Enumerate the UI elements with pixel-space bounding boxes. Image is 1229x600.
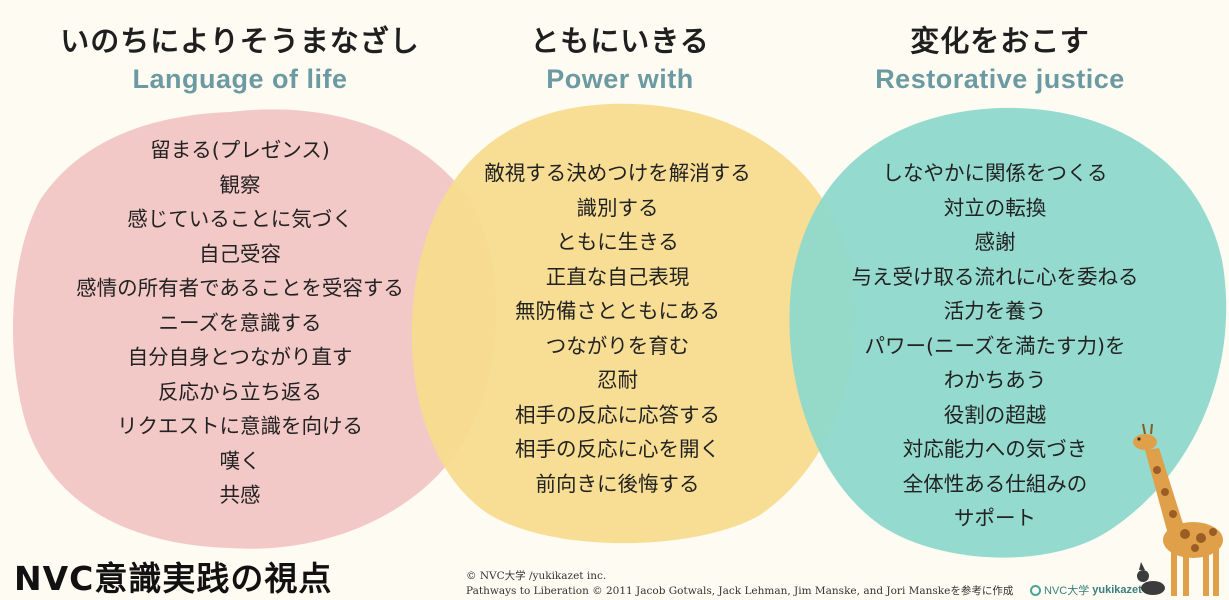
list-item: わかちあう: [943, 368, 1047, 392]
language-of-life-list: 留まる(プレゼンス) 観察 感じていることに気づく 自己受容 感情の所有者である…: [30, 133, 450, 513]
list-item: パワー(ニーズを満たす力)を: [864, 333, 1126, 358]
list-item: 無防備さとともにある: [515, 299, 720, 323]
column-title-en: Power with: [546, 64, 694, 94]
logo-circle-icon: [1030, 584, 1041, 596]
list-item: しなやかに関係をつくる: [882, 161, 1108, 185]
list-item: 反応から立ち返る: [158, 379, 322, 404]
credit-line-1: © NVC大学 /yukikazet inc.: [466, 570, 607, 582]
column-language-of-life-header: いのちによりそうまなざし Language of life: [40, 18, 440, 95]
column-title-ja: いのちによりそうまなざし: [60, 24, 420, 58]
list-item: 相手の反応に応答する: [515, 402, 720, 427]
credit-text: © NVC大学 /yukikazet inc. Pathways to Libe…: [466, 569, 1013, 599]
list-item: 与え受け取る流れに心を委ねる: [851, 264, 1139, 289]
list-item: リクエストに意識を向ける: [117, 414, 363, 438]
list-item: ともに生きる: [556, 230, 679, 254]
list-item: 観察: [219, 172, 261, 197]
list-item: 留まる(プレゼンス): [150, 138, 330, 162]
list-item: 共感: [219, 483, 261, 507]
list-item: サポート: [954, 506, 1036, 530]
list-item: 自己受容: [199, 241, 281, 266]
list-item: 正直な自己表現: [545, 264, 690, 289]
logo-text-a: NVC大学: [1044, 585, 1090, 597]
list-item: ニーズを意識する: [158, 310, 322, 335]
list-item: 忍耐: [597, 368, 638, 392]
list-item: 活力を養う: [943, 299, 1047, 323]
restorative-justice-list: しなやかに関係をつくる 対立の転換 感謝 与え受け取る流れに心を委ねる 活力を養…: [810, 156, 1180, 536]
list-item: 相手の反応に心を開く: [515, 437, 720, 461]
column-restorative-justice-header: 変化をおこす Restorative justice: [820, 18, 1180, 95]
column-title-ja: ともにいきる: [530, 24, 710, 58]
teal-blob: [789, 107, 1227, 558]
list-item: 対立の転換: [943, 195, 1047, 220]
list-item: 敵視する決めつけを解消する: [484, 161, 751, 185]
column-title-en: Restorative justice: [875, 64, 1125, 94]
list-item: 感謝: [974, 230, 1016, 254]
list-item: 感情の所有者であることを受容する: [76, 276, 404, 300]
yellow-blob: [411, 103, 856, 544]
pink-blob: [12, 109, 497, 549]
power-with-list: 敵視する決めつけを解消する 識別する ともに生きる 正直な自己表現 無防備さとと…: [440, 156, 795, 501]
credit-line-2: Pathways to Liberation © 2011 Jacob Gotw…: [466, 585, 1014, 597]
page-title: NVC意識実践の視点: [14, 559, 333, 598]
list-item: 全体性ある仕組みの: [902, 471, 1088, 496]
list-item: 対応能力への気づき: [902, 437, 1088, 461]
column-title-en: Language of life: [132, 64, 348, 94]
list-item: 識別する: [576, 195, 659, 220]
list-item: 前向きに後悔する: [535, 471, 700, 496]
column-power-with-header: ともにいきる Power with: [470, 18, 770, 95]
list-item: 自分自身とつながり直す: [127, 345, 353, 369]
giraffe-illustration-icon: [1133, 423, 1223, 596]
list-item: 役割の超越: [943, 402, 1047, 427]
list-item: 感じていることに気づく: [127, 207, 353, 231]
list-item: つながりを育む: [545, 333, 690, 358]
column-title-ja: 変化をおこす: [910, 24, 1090, 58]
list-item: 嘆く: [219, 448, 261, 473]
brand-logo: NVC大学 yukikazet: [1030, 582, 1142, 598]
logo-text-b: yukikazet: [1092, 584, 1142, 596]
